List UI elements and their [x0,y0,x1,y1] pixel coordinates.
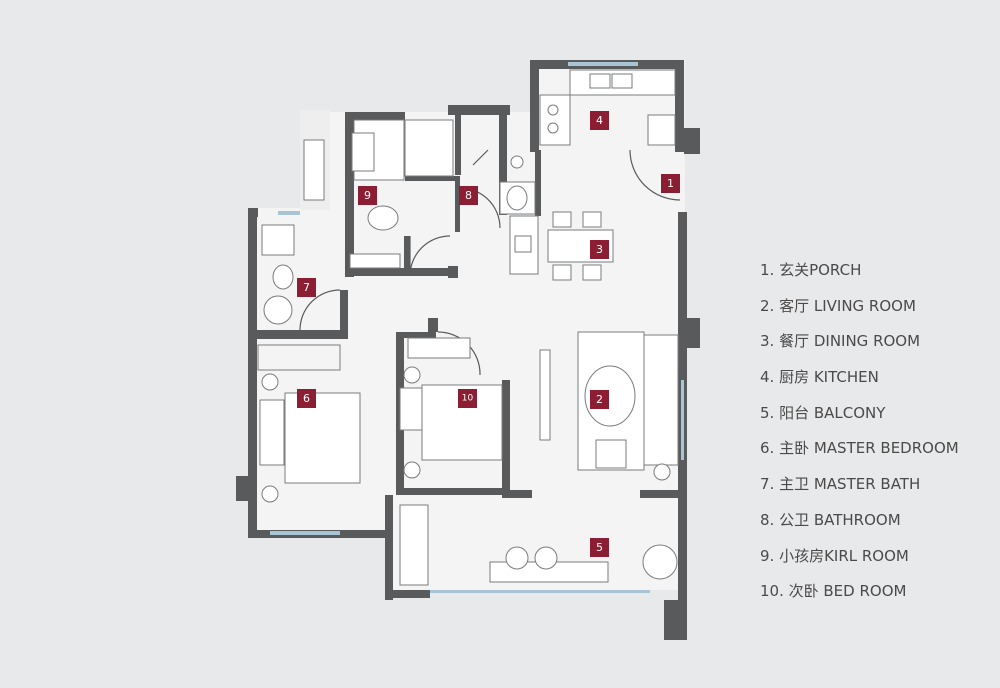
badge-room-9: 9 [358,186,377,205]
badge-room-10: 10 [458,389,477,408]
badge-room-8-number: 8 [465,189,472,202]
badge-room-9-number: 9 [364,189,371,202]
badge-room-4-number: 4 [596,114,603,127]
legend-item-dining-room: 3. 餐厅 DINING ROOM [760,332,921,351]
badge-room-1-number: 1 [667,177,674,190]
badge-room-2: 2 [590,390,609,409]
legend-item-balcony: 5. 阳台 BALCONY [760,403,886,422]
legend-item-master-bedroom: 6. 主卧 MASTER BEDROOM [760,439,959,458]
legend-item-bathroom: 8. 公卫 BATHROOM [760,510,901,529]
badge-room-8: 8 [459,186,478,205]
badge-room-6-number: 6 [303,392,310,405]
badge-room-10-number: 10 [462,394,474,404]
badge-room-3: 3 [590,240,609,259]
legend-item-kitchen: 4. 厨房 KITCHEN [760,368,879,387]
room-legend: 1. 玄关PORCH 2. 客厅 LIVING ROOM 3. 餐厅 DININ… [760,258,959,615]
badge-room-5-number: 5 [596,541,603,554]
badge-room-2-number: 2 [596,393,603,406]
legend-item-master-bath: 7. 主卫 MASTER BATH [760,475,921,494]
badge-room-6: 6 [297,389,316,408]
badge-room-3-number: 3 [596,243,603,256]
room-badges: 1 2 3 4 5 6 7 8 [297,111,680,557]
badge-room-1: 1 [661,174,680,193]
badge-room-4: 4 [590,111,609,130]
furniture [257,69,679,586]
legend-item-bed-room: 10. 次卧 BED ROOM [760,582,907,601]
windows [270,62,684,593]
legend-item-porch: 1. 玄关PORCH [760,261,862,279]
badge-room-5: 5 [590,538,609,557]
badge-room-7: 7 [297,278,316,297]
legend-item-living-room: 2. 客厅 LIVING ROOM [760,296,916,315]
badge-room-7-number: 7 [303,281,310,294]
legend-item-kirl-room: 9. 小孩房KIRL ROOM [760,546,909,565]
